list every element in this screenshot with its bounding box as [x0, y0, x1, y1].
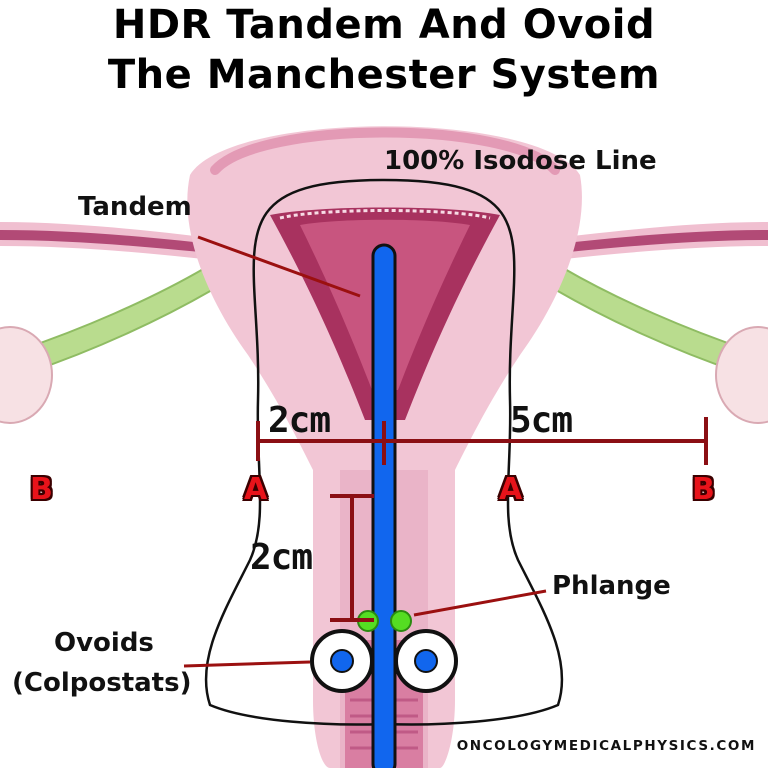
colpostats-label: (Colpostats)	[12, 668, 192, 698]
ovaries	[0, 326, 768, 424]
point-a-left: A	[244, 472, 268, 507]
leader-lines	[183, 235, 547, 668]
isodose-label: 100% Isodose Line	[384, 146, 657, 176]
ovoids	[310, 629, 458, 693]
tandem-label: Tandem	[78, 192, 192, 222]
title-line-2: The Manchester System	[107, 52, 661, 98]
tandem-rod	[371, 243, 397, 768]
title-line-1: HDR Tandem And Ovoid	[112, 2, 656, 48]
ovoids-label: Ovoids	[54, 628, 154, 658]
phlange-label: Phlange	[552, 571, 671, 601]
point-a-right: A	[499, 472, 523, 507]
distance-vertical: 2cm	[250, 537, 313, 578]
point-b-left: B	[30, 472, 53, 507]
fallopian-tubes	[0, 222, 768, 262]
measurement-lines	[256, 417, 708, 622]
site-watermark: ONCOLOGYMEDICALPHYSICS.COM	[454, 738, 758, 754]
distance-right-horizontal: 5cm	[510, 400, 573, 441]
distance-left-horizontal: 2cm	[268, 400, 331, 441]
point-b-right: B	[692, 472, 715, 507]
